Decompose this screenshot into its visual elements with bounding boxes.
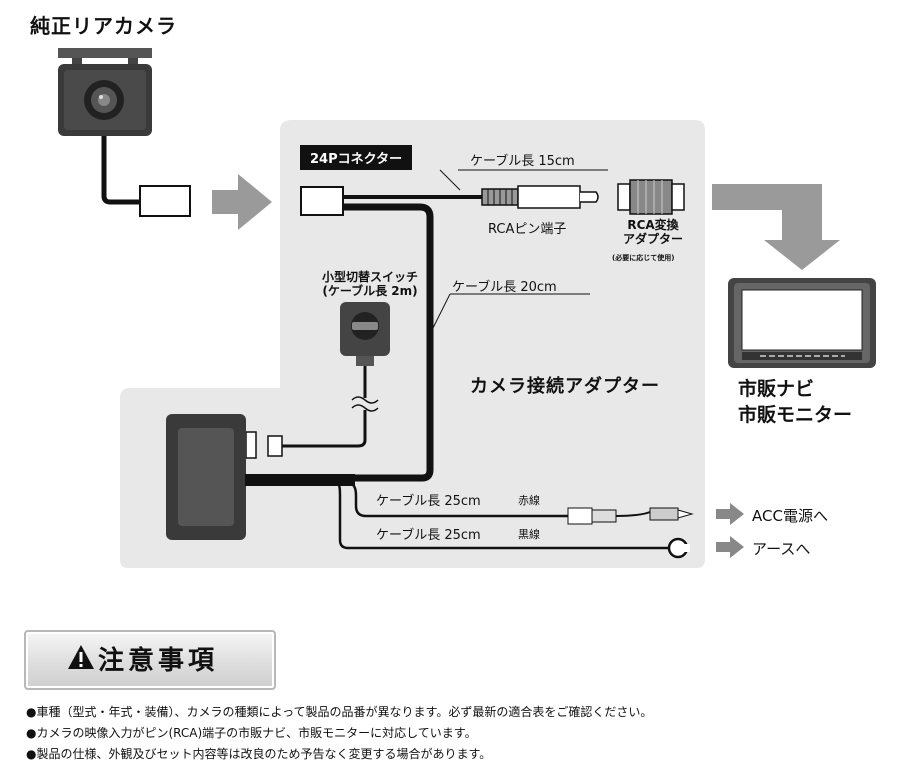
- rca-pin-label: RCAピン端子: [488, 222, 567, 237]
- black-wire-label: 黒線: [518, 528, 540, 541]
- note-item: ●製品の仕様、外観及びセット内容等は改良のため予告なく変更する場合があります。: [26, 747, 492, 761]
- switch-label: 小型切替スイッチ (ケーブル長 2m): [321, 270, 418, 298]
- rca-pin-plug: [481, 185, 599, 209]
- acc-label: ACC電源へ: [752, 507, 828, 525]
- warning-icon: [68, 645, 94, 669]
- rca-adapter-note: (必要に応じて使用): [612, 254, 675, 262]
- monitor-label: 市販ナビ 市販モニター: [738, 378, 853, 426]
- acc-arrow-icon: [716, 503, 744, 525]
- rca-adapter: [617, 179, 685, 215]
- earth-label: アースへ: [752, 540, 811, 558]
- camera-connector: [139, 185, 191, 217]
- fuse-holder: [567, 507, 694, 525]
- cable-15-label: ケーブル長 15cm: [470, 154, 575, 169]
- cable-black-label: ケーブル長 25cm: [376, 528, 481, 543]
- 24p-connector: [300, 186, 344, 216]
- red-wire-label: 赤線: [518, 494, 540, 507]
- rca-adapter-label: RCA変換 アダプター: [622, 218, 683, 246]
- earth-arrow-icon: [716, 536, 744, 558]
- earth-terminal: [667, 537, 690, 559]
- arrow-right-icon: [212, 174, 272, 230]
- camera-adapter-box: [166, 414, 246, 540]
- notice-title: 注意事項: [98, 646, 219, 676]
- arrow-down-icon: [712, 184, 840, 270]
- note-item: ●車種（型式・年式・装備）、カメラの種類によって製品の品番が異なります。必ず最新…: [26, 705, 653, 719]
- monitor-illustration: [728, 278, 876, 368]
- cable-20-label: ケーブル長 20cm: [452, 280, 557, 295]
- adapter-name: カメラ接続アダプター: [470, 376, 660, 397]
- page-title: 純正リアカメラ: [30, 14, 177, 38]
- notes-list: ●車種（型式・年式・装備）、カメラの種類によって製品の品番が異なります。必ず最新…: [26, 702, 652, 765]
- switch-illustration: [282, 302, 390, 448]
- rear-camera-illustration: [58, 48, 152, 136]
- connector-label: 24Pコネクター: [300, 145, 413, 170]
- adapter-panel: [120, 120, 705, 568]
- note-item: ●カメラの映像入力がピン(RCA)端子の市販ナビ、市販モニターに対応しています。: [26, 726, 477, 740]
- notice-banner: [24, 630, 276, 690]
- cable-red-label: ケーブル長 25cm: [376, 494, 481, 509]
